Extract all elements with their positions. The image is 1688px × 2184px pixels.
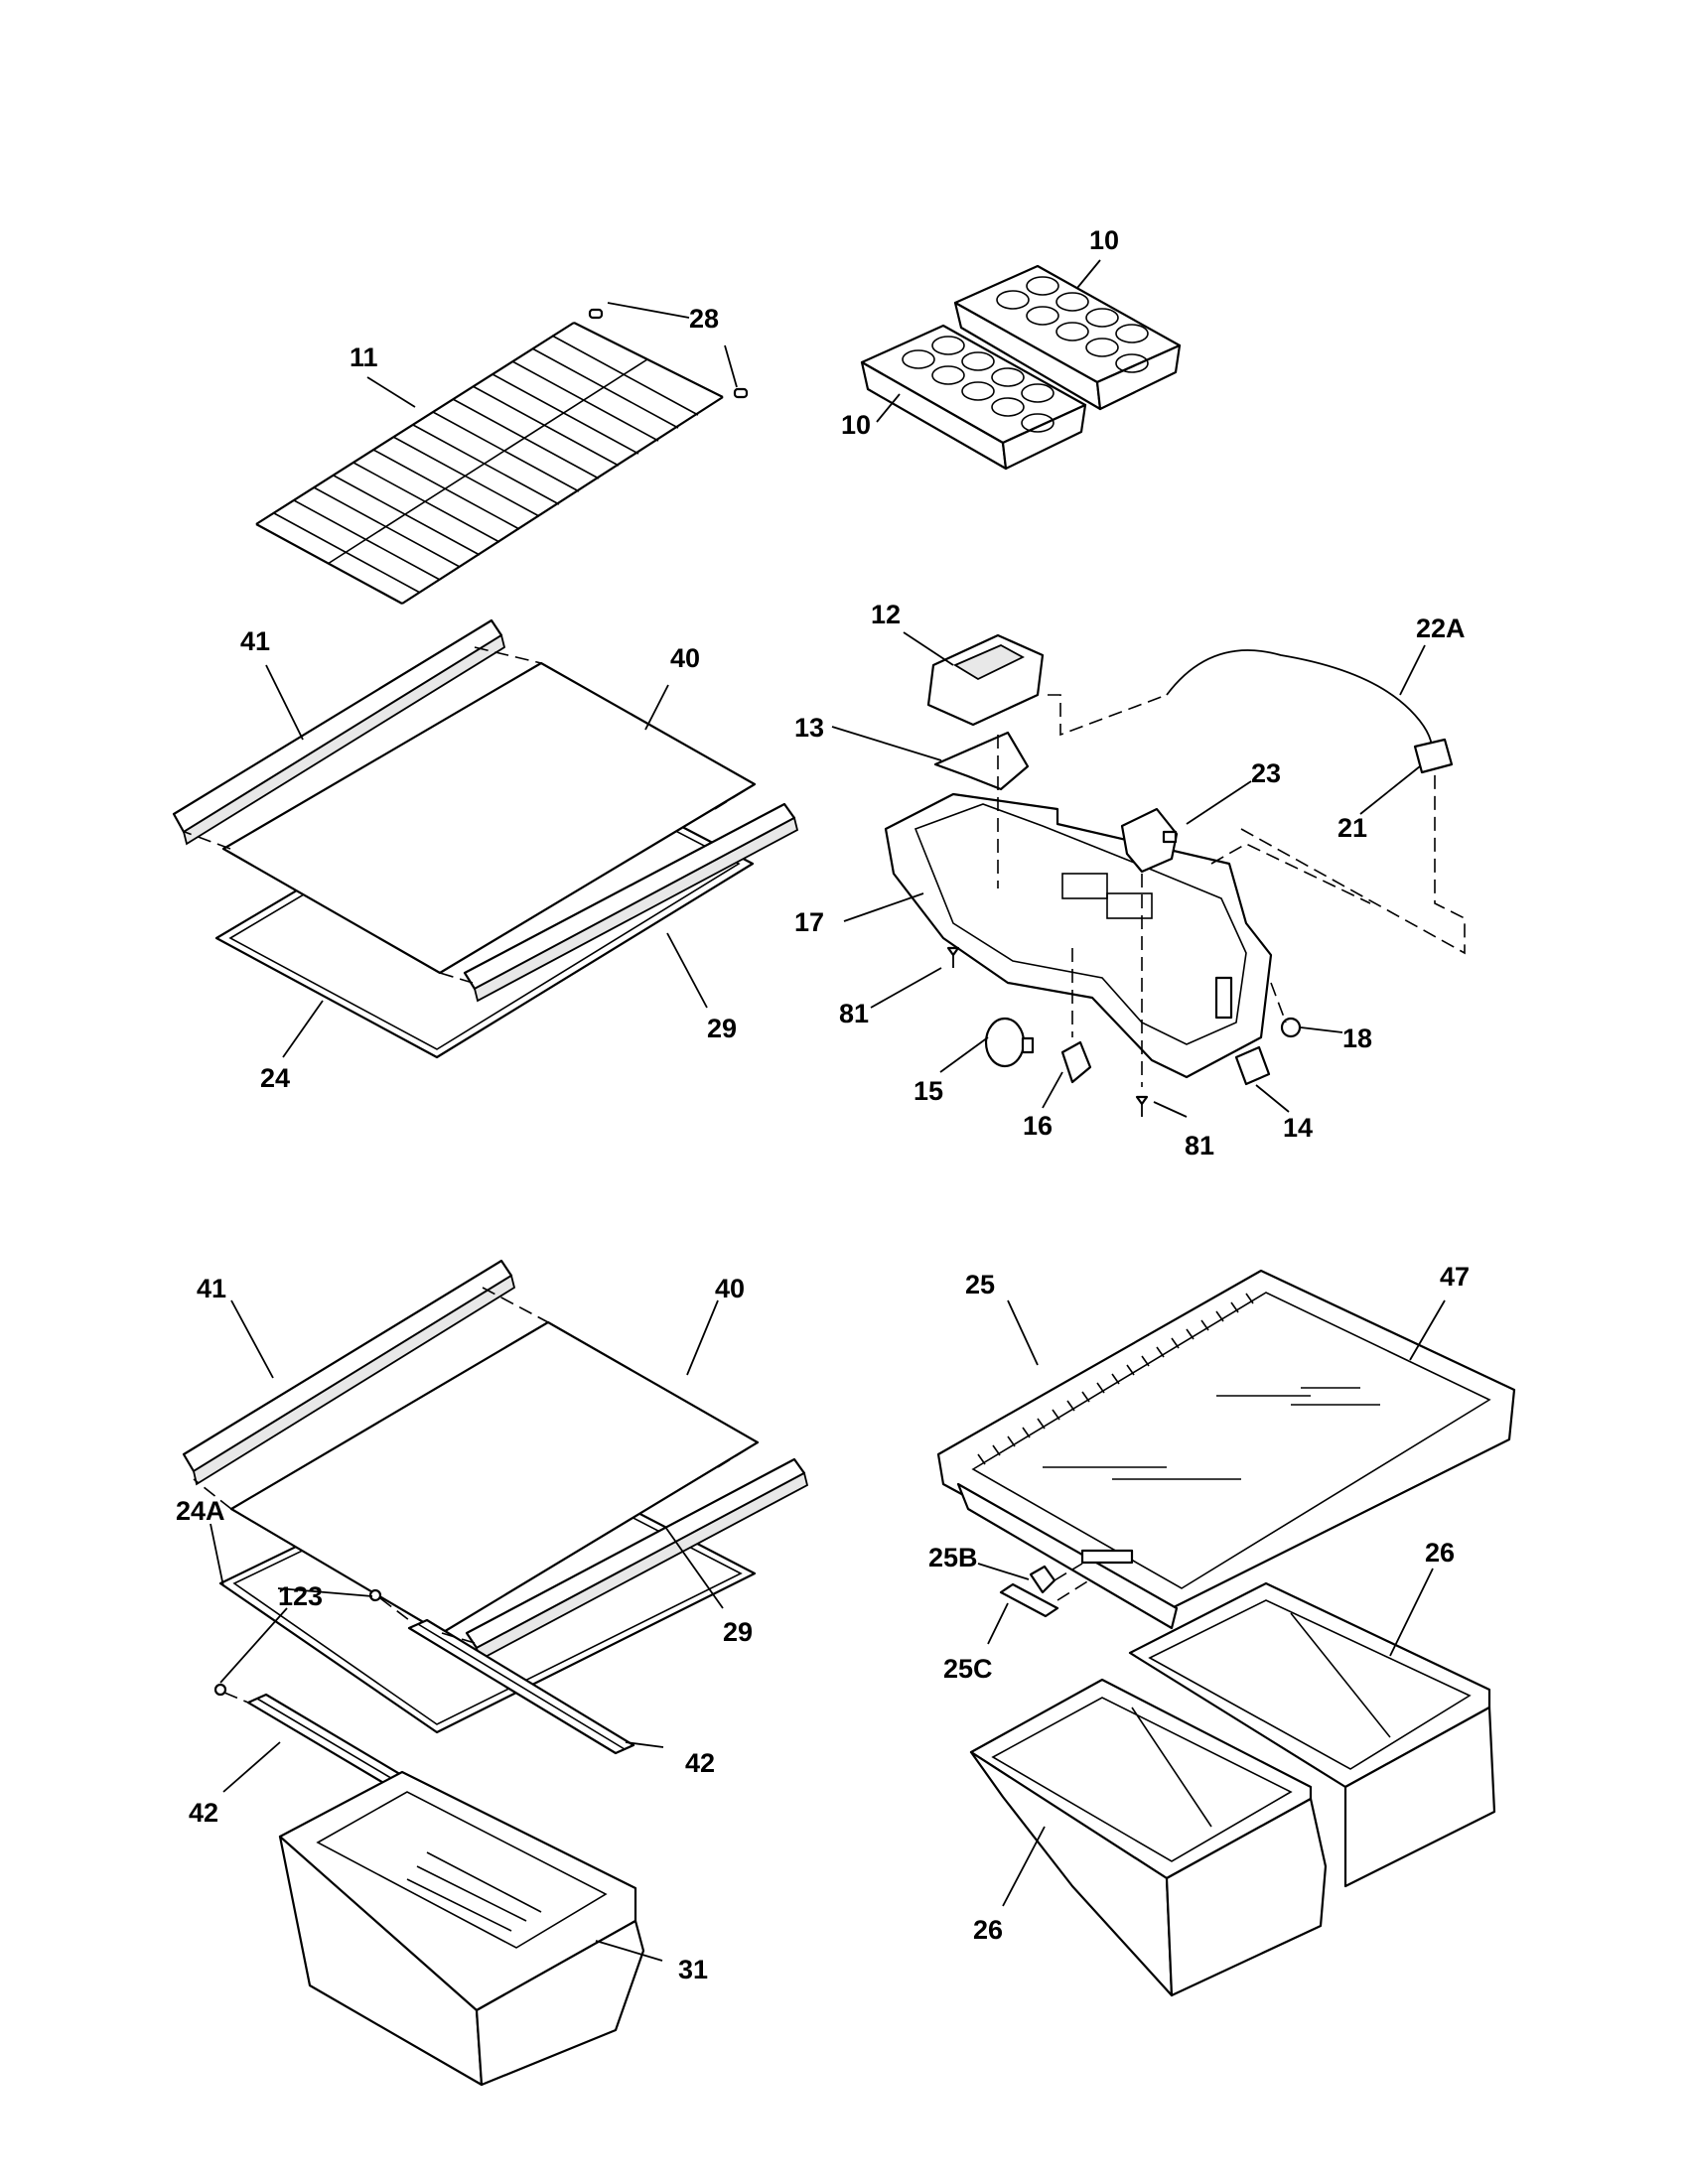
label-42-right: 42 <box>685 1748 715 1778</box>
glass-panel-part-47 <box>1043 1387 1380 1480</box>
label-21: 21 <box>1337 813 1367 843</box>
ice-tray-part-10-upper <box>953 264 1182 411</box>
label-40-upper: 40 <box>670 643 700 673</box>
screws-part-123 <box>213 1588 382 1697</box>
label-81-left: 81 <box>839 999 869 1028</box>
cover-guide-lines <box>1054 1563 1093 1601</box>
socket-part-16 <box>1060 1040 1092 1084</box>
label-29-lower: 29 <box>723 1617 753 1647</box>
label-17: 17 <box>794 907 824 937</box>
label-42-left: 42 <box>189 1798 218 1828</box>
crisper-cover-part-25 <box>936 1269 1516 1630</box>
screw-part-81-right <box>1135 1095 1149 1117</box>
label-28: 28 <box>689 304 719 334</box>
timer-part-23 <box>1120 807 1179 874</box>
label-31: 31 <box>678 1955 708 1984</box>
shelf-end-cap-part-28 <box>588 308 749 399</box>
switch-part-21 <box>1413 738 1454 774</box>
upper-shelf-guide-lines <box>184 646 756 984</box>
label-24A: 24A <box>176 1496 225 1526</box>
label-47: 47 <box>1440 1262 1470 1292</box>
crisper-drawer-part-31 <box>278 1770 645 2087</box>
crisper-pan-part-26-left <box>969 1678 1328 1997</box>
cable-part-22A <box>1166 649 1434 755</box>
switch-part-14 <box>1234 1045 1271 1086</box>
deflector-part-13 <box>933 731 1030 791</box>
label-15: 15 <box>914 1076 943 1106</box>
button-part-18 <box>1280 1017 1302 1038</box>
label-12: 12 <box>871 600 901 629</box>
screw-part-81-left <box>946 946 960 968</box>
label-40-lower: 40 <box>715 1274 745 1303</box>
ice-container-part-12 <box>926 633 1045 727</box>
lower-shelf-guide-lines <box>193 1287 759 1704</box>
label-29-upper: 29 <box>707 1014 737 1043</box>
label-13: 13 <box>794 713 824 743</box>
light-bulb-part-15 <box>984 1017 1035 1068</box>
part-labels: 10 10 11 28 41 40 29 24 12 13 22A 23 21 … <box>176 225 1470 1984</box>
label-25B: 25B <box>928 1543 978 1572</box>
leader-lines <box>210 259 1446 1962</box>
label-23: 23 <box>1251 758 1281 788</box>
label-18: 18 <box>1342 1024 1372 1053</box>
label-10-upper: 10 <box>1089 225 1119 255</box>
label-22A: 22A <box>1416 614 1466 643</box>
wire-shelf-part-11 <box>255 322 724 605</box>
label-123: 123 <box>278 1581 323 1611</box>
label-24: 24 <box>260 1063 290 1093</box>
ice-tray-part-10-lower <box>860 324 1087 471</box>
label-16: 16 <box>1023 1111 1053 1141</box>
slider-part-25C <box>999 1582 1059 1618</box>
crisper-pan-part-26-right <box>1128 1581 1496 1888</box>
label-11: 11 <box>350 342 378 372</box>
label-26-left: 26 <box>973 1915 1003 1945</box>
slide-rail-part-42-right <box>407 1618 635 1755</box>
clip-part-25B <box>1029 1565 1056 1594</box>
housing-guide-lines <box>997 694 1466 1087</box>
label-41-upper: 41 <box>240 626 270 656</box>
label-10-lower: 10 <box>841 410 871 440</box>
rail-part-41-lower <box>182 1259 516 1486</box>
label-26-right: 26 <box>1425 1538 1455 1568</box>
label-25C: 25C <box>943 1654 993 1684</box>
label-41-lower: 41 <box>197 1274 226 1303</box>
label-14: 14 <box>1283 1113 1313 1143</box>
label-25: 25 <box>965 1270 995 1299</box>
light-housing-part-17 <box>884 792 1273 1079</box>
label-81-right: 81 <box>1185 1131 1214 1160</box>
rail-part-41-upper <box>172 618 506 846</box>
rail-part-29-upper <box>463 802 799 1003</box>
